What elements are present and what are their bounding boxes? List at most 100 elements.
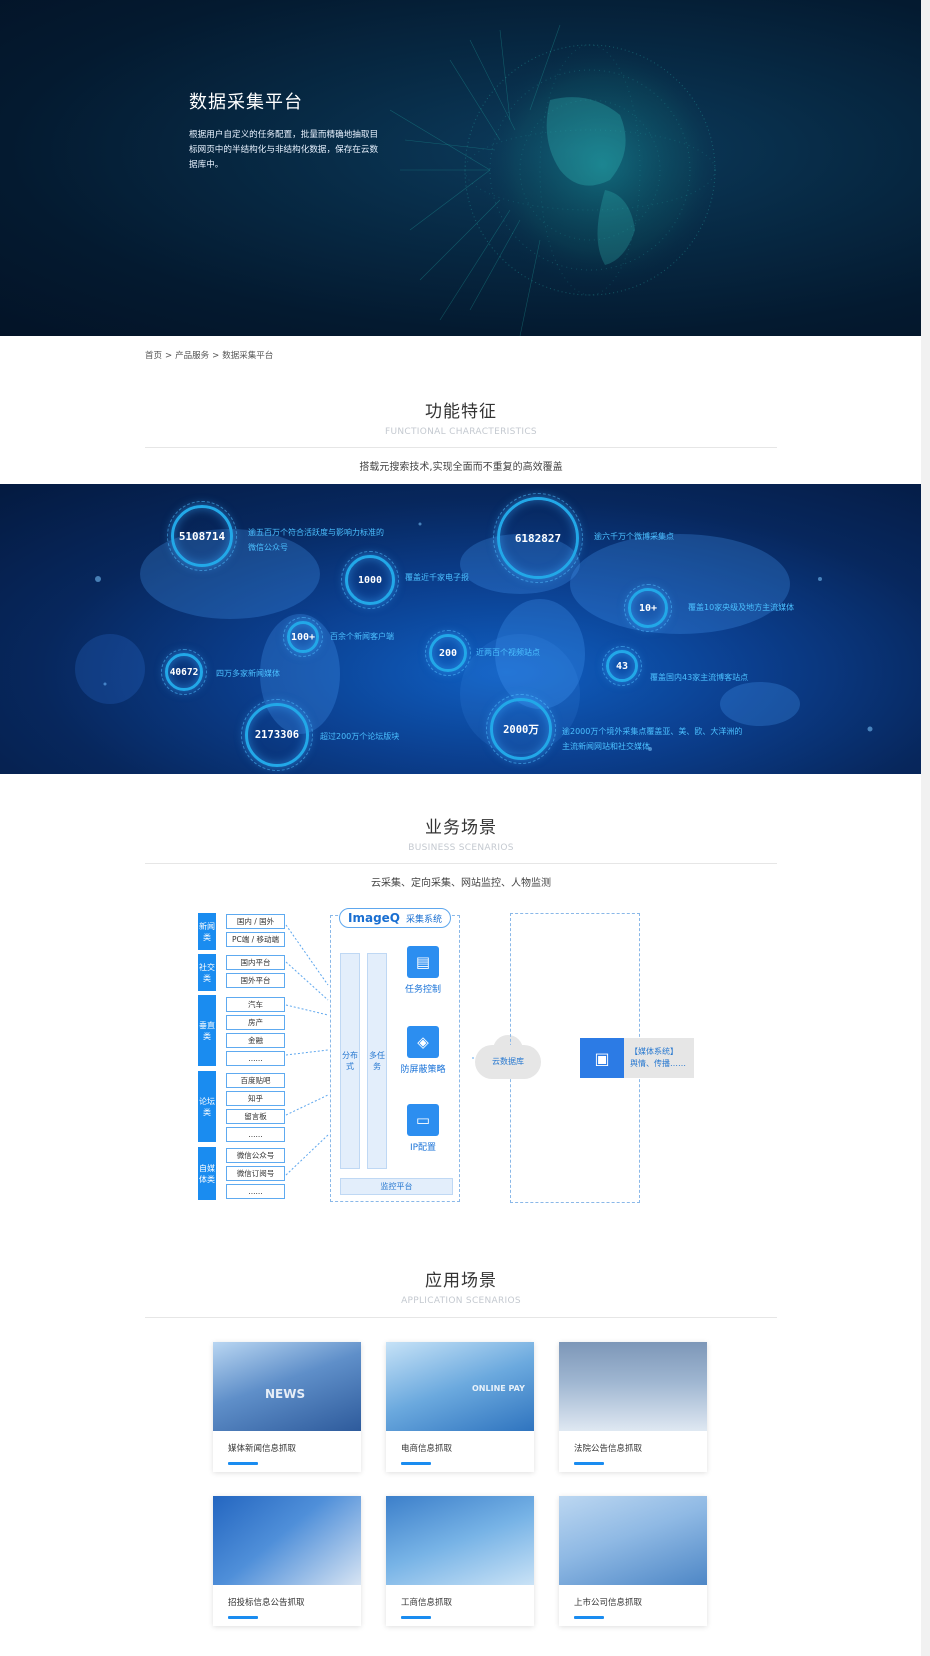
stat-line: 微信公众号 xyxy=(248,543,288,552)
stat-text: 四万多家新闻媒体 xyxy=(216,669,280,678)
leaf-item: 金融 xyxy=(226,1033,285,1048)
hero-banner: 数据采集平台 根据用户自定义的任务配置，批量而精确地抽取目标网页中的半结构化与非… xyxy=(0,0,921,336)
stats-band: 5108714 逾五百万个符合活跃度与影响力标准的微信公众号 1000 覆盖近千… xyxy=(0,484,921,774)
app-card-listed-company[interactable]: 上市公司信息抓取 xyxy=(559,1496,707,1626)
hero-title: 数据采集平台 xyxy=(189,92,303,113)
card-label: 上市公司信息抓取 xyxy=(574,1598,643,1608)
leaf-item: 微信公众号 xyxy=(226,1148,285,1163)
application-title: 应用场景 xyxy=(425,1271,497,1291)
breadcrumb-current: 数据采集平台 xyxy=(222,351,274,361)
card-accent-bar xyxy=(401,1616,431,1619)
feature-anti-block: ◈ 防屏蔽策略 xyxy=(388,1026,458,1075)
card-label: 招投标信息公告抓取 xyxy=(228,1598,305,1608)
stat-line: 逾五百万个符合活跃度与影响力标准的 xyxy=(248,528,384,537)
feature-label: IP配置 xyxy=(409,1143,437,1153)
stat-text: 近两百个视频站点 xyxy=(476,648,540,657)
app-card-ecommerce[interactable]: ONLINE PAY 电商信息抓取 xyxy=(386,1342,534,1472)
business-title: 业务场景 xyxy=(425,818,497,838)
card-image xyxy=(559,1496,707,1585)
leaf-item: 百度贴吧 xyxy=(226,1073,285,1088)
stat-ring: 2173306 xyxy=(241,699,313,771)
category-news: 新闻类 xyxy=(198,913,216,950)
card-accent-bar xyxy=(228,1616,258,1619)
card-label: 媒体新闻信息抓取 xyxy=(228,1444,297,1454)
leaf-item: ...... xyxy=(226,1051,285,1066)
leaf-item: 国内平台 xyxy=(226,955,285,970)
stat-line: 逾2000万个境外采集点覆盖亚、美、欧、大洋洲的 xyxy=(562,727,743,736)
features-header: 功能特征 FUNCTIONAL CHARACTERISTICS xyxy=(145,397,777,437)
card-image-text: NEWS xyxy=(265,1387,306,1401)
card-accent-bar xyxy=(574,1462,604,1465)
leaf-item: 微信订阅号 xyxy=(226,1166,285,1181)
vertical-scrollbar[interactable] xyxy=(921,0,930,1656)
stat-ring: 200 xyxy=(425,630,471,676)
distributed-column: 分布式 xyxy=(340,953,360,1169)
breadcrumb-home[interactable]: 首页 xyxy=(145,351,163,361)
stat-text: 覆盖10家央级及地方主流媒体 xyxy=(688,603,795,612)
divider xyxy=(145,447,777,448)
stat-ring: 100+ xyxy=(283,617,323,657)
leaf-item: ...... xyxy=(226,1184,285,1199)
stat-text: 覆盖国内43家主流博客站点 xyxy=(650,673,749,682)
divider xyxy=(145,863,777,864)
category-self-media: 自媒体类 xyxy=(198,1147,216,1200)
category-forum: 论坛类 xyxy=(198,1071,216,1142)
divider xyxy=(145,1317,777,1318)
app-card-bidding[interactable]: 招投标信息公告抓取 xyxy=(213,1496,361,1626)
stat-text: 逾2000万个境外采集点覆盖亚、美、欧、大洋洲的主流新闻网站和社交媒体 xyxy=(562,724,742,754)
business-header: 业务场景 BUSINESS SCENARIOS xyxy=(145,813,777,853)
feature-label: 防屏蔽策略 xyxy=(400,1065,446,1075)
leaf-item: 国内 / 国外 xyxy=(226,914,285,929)
media-system: ▣ 【媒体系统】 舆情、传播…… xyxy=(580,1038,694,1078)
card-image xyxy=(386,1496,534,1585)
media-desc: 舆情、传播…… xyxy=(630,1059,686,1068)
features-title: 功能特征 xyxy=(425,402,497,422)
stat-ring: 10+ xyxy=(624,584,672,632)
architecture-diagram: 新闻类 国内 / 国外 PC端 / 移动端 社交类 国内平台 国外平台 垂直类 … xyxy=(190,905,750,1205)
card-label: 电商信息抓取 xyxy=(401,1444,453,1454)
card-image xyxy=(213,1496,361,1585)
stat-ring: 43 xyxy=(602,646,642,686)
category-vertical: 垂直类 xyxy=(198,995,216,1066)
leaf-item: 房产 xyxy=(226,1015,285,1030)
stat-text: 超过200万个论坛版块 xyxy=(320,732,400,741)
imageq-logo: ImageQ xyxy=(348,911,400,925)
collection-system-box: ImageQ 采集系统 分布式 多任务 ▤ 任务控制 ◈ 防屏蔽策略 ▭ IP配… xyxy=(330,908,460,1202)
media-text: 【媒体系统】 舆情、传播…… xyxy=(624,1038,686,1078)
card-label: 法院公告信息抓取 xyxy=(574,1444,643,1454)
globe-illustration xyxy=(390,24,716,336)
scrollbar-thumb[interactable] xyxy=(922,2,929,1652)
cloud-database: 云数据库 xyxy=(475,1035,541,1079)
application-header: 应用场景 APPLICATION SCENARIOS xyxy=(145,1266,777,1306)
app-card-business-registry[interactable]: 工商信息抓取 xyxy=(386,1496,534,1626)
leaf-item: 知乎 xyxy=(226,1091,285,1106)
card-image-text: ONLINE PAY xyxy=(472,1384,525,1393)
stat-ring: 6182827 xyxy=(493,493,583,583)
stat-ring: 2000万 xyxy=(486,694,556,764)
stat-ring: 40672 xyxy=(161,649,207,695)
app-card-court[interactable]: 法院公告信息抓取 xyxy=(559,1342,707,1472)
stat-text: 逾六千万个微博采集点 xyxy=(594,532,674,541)
server-icon: ▭ xyxy=(407,1104,439,1136)
media-title: 【媒体系统】 xyxy=(630,1047,678,1056)
breadcrumb-sep: > xyxy=(165,351,173,361)
card-accent-bar xyxy=(228,1462,258,1465)
stat-ring: 1000 xyxy=(341,551,399,609)
shield-icon: ◈ xyxy=(407,1026,439,1058)
world-map-dots xyxy=(75,522,873,754)
features-description: 搭载元搜索技术,实现全面而不重复的高效覆盖 xyxy=(359,462,563,473)
breadcrumb-products[interactable]: 产品服务 xyxy=(175,351,210,361)
monitor-icon: ▣ xyxy=(580,1038,624,1078)
app-card-media-news[interactable]: NEWS 媒体新闻信息抓取 xyxy=(213,1342,361,1472)
feature-task-control: ▤ 任务控制 xyxy=(388,946,458,995)
category-social: 社交类 xyxy=(198,954,216,991)
stat-text: 覆盖近千家电子报 xyxy=(405,573,469,582)
stat-ring: 5108714 xyxy=(167,501,237,571)
card-accent-bar xyxy=(401,1462,431,1465)
card-image: NEWS xyxy=(213,1342,361,1431)
monitor-platform: 监控平台 xyxy=(340,1178,453,1195)
stat-text: 逾五百万个符合活跃度与影响力标准的微信公众号 xyxy=(248,525,384,555)
features-subtitle: FUNCTIONAL CHARACTERISTICS xyxy=(385,427,537,437)
multitask-column: 多任务 xyxy=(367,953,387,1169)
